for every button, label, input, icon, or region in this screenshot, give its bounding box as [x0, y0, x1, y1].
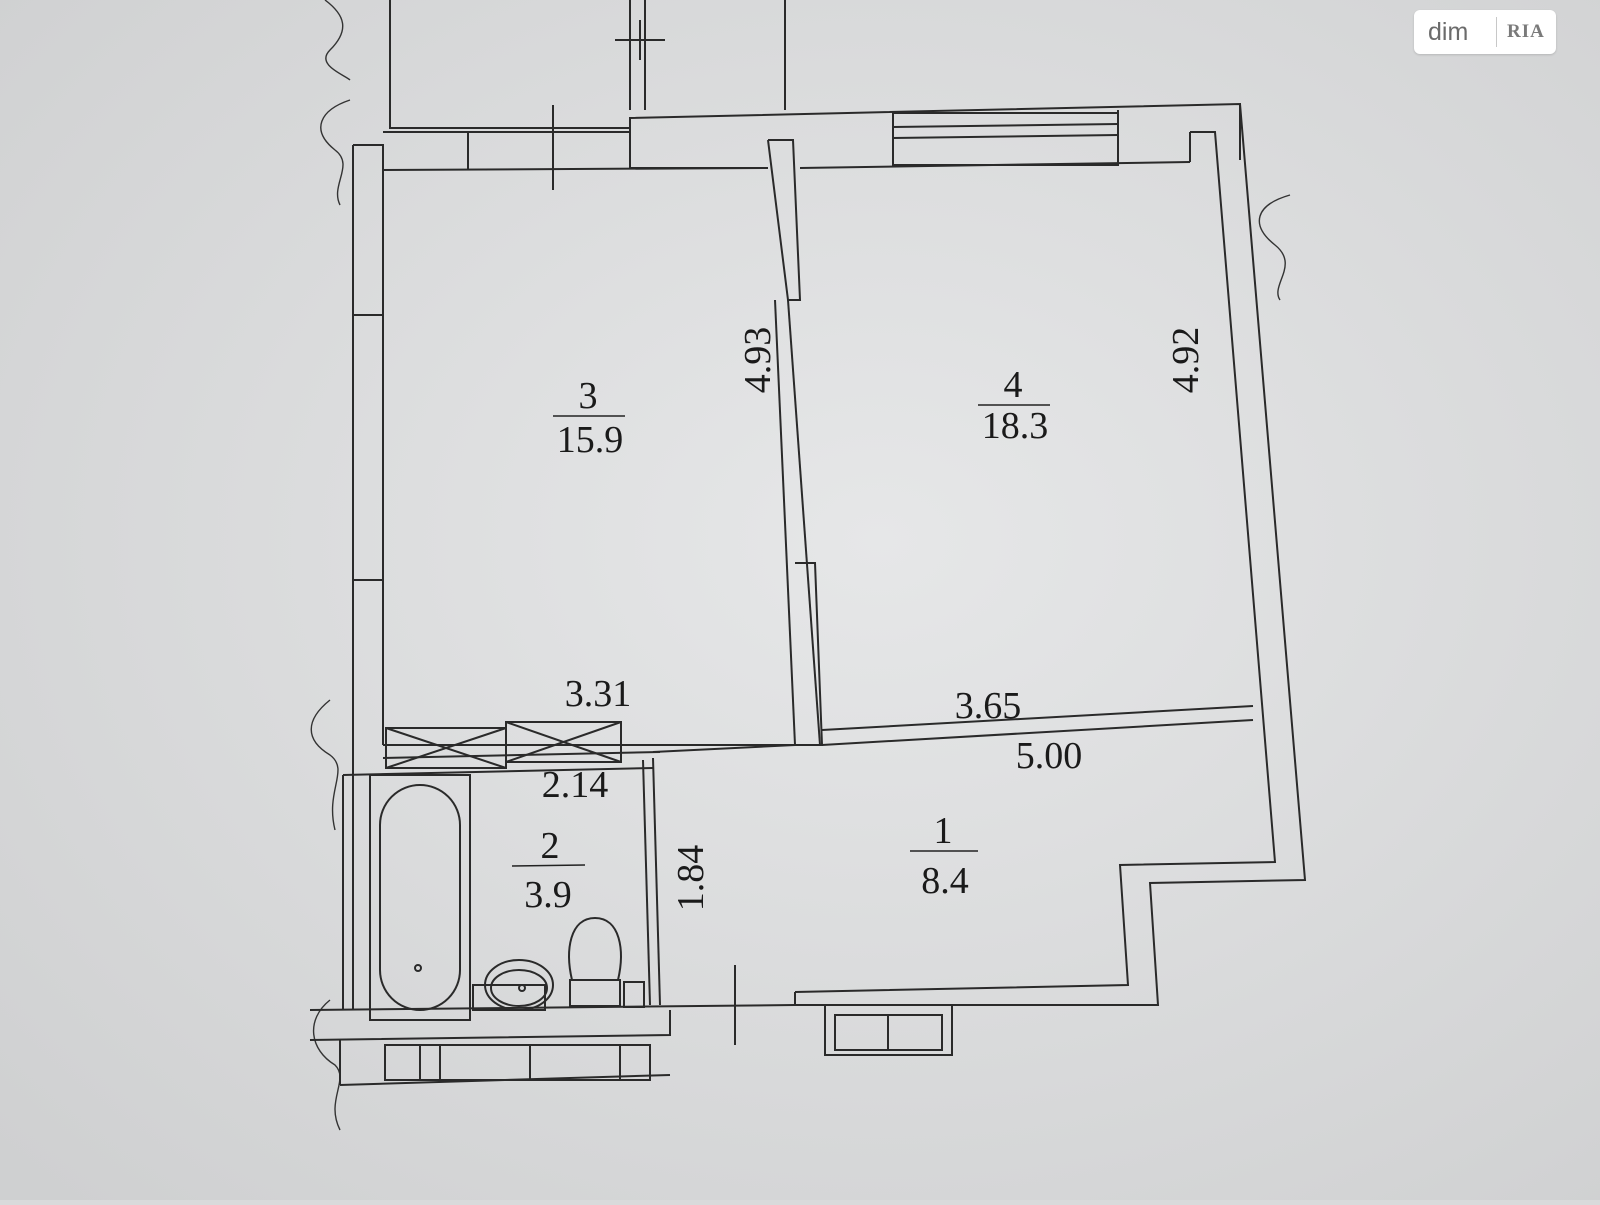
room-4-area: 18.3: [982, 405, 1049, 447]
room-2-area: 3.9: [524, 874, 572, 916]
room-4-label: 4 18.3: [978, 364, 1050, 447]
dim-room3-width: 3.31: [565, 673, 632, 715]
neighbour-walls: [389, 0, 786, 129]
watermark-dim: dim: [1428, 17, 1469, 46]
watermark-badge: dim RIA: [1414, 10, 1556, 54]
dim-hall-length: 5.00: [1016, 735, 1083, 777]
room-3-label: 3 15.9: [553, 375, 625, 461]
room-1-area: 8.4: [921, 860, 969, 902]
room-2-number: 2: [541, 825, 560, 867]
bathroom-walls: [342, 757, 661, 1021]
room-1-number: 1: [934, 810, 953, 852]
partition-3-4: [767, 139, 824, 746]
room-3-area: 15.9: [557, 419, 624, 461]
dim-room3-length: 4.93: [737, 327, 779, 394]
room-3-number: 3: [579, 375, 598, 417]
room-1-label: 1 8.4: [910, 810, 978, 902]
room-4-number: 4: [1004, 364, 1023, 406]
watermark-ria-logo: RIA: [1507, 21, 1545, 42]
watermark-divider: [1496, 17, 1497, 47]
wardrobe-wall: [382, 705, 1254, 769]
dim-room4-width: 3.65: [955, 685, 1022, 727]
dim-hall-width: 1.84: [670, 845, 712, 912]
bottom-wall: [309, 965, 953, 1086]
outer-walls: [352, 102, 1307, 1010]
room-2-label: 2 3.9: [511, 825, 586, 916]
dim-bath-width: 2.14: [542, 764, 609, 806]
break-lines: [310, 0, 1291, 1131]
dim-room4-length: 4.92: [1165, 327, 1207, 394]
